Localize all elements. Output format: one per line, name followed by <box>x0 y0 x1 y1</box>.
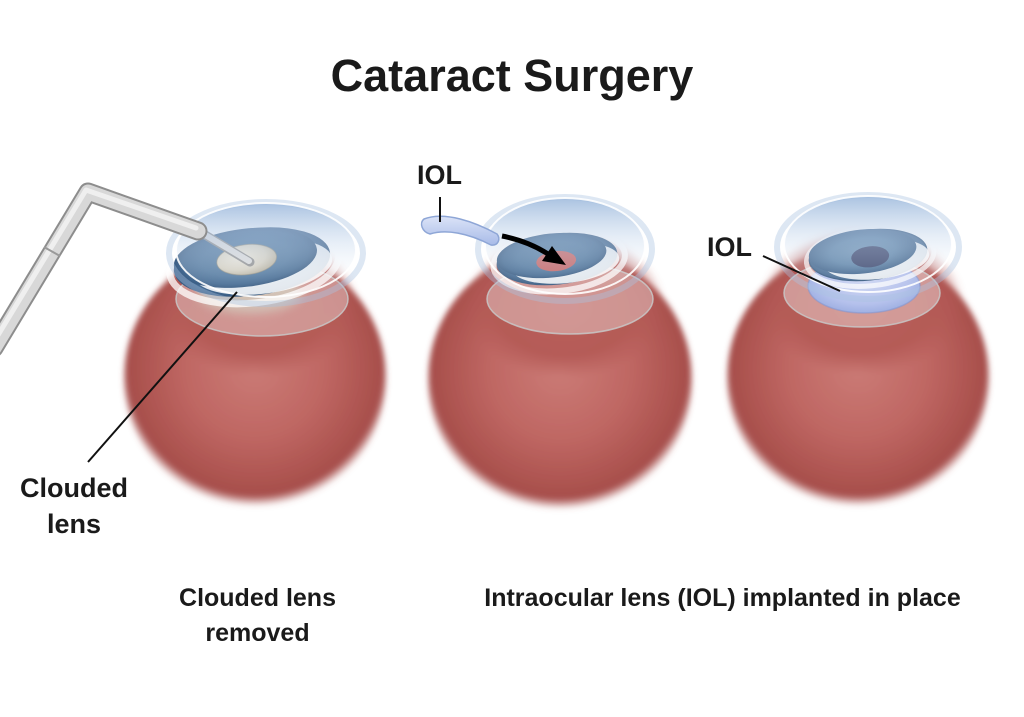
caption-iol-implanted: Intraocular lens (IOL) implanted in plac… <box>484 584 961 612</box>
callout-iol-middle: IOL <box>417 160 462 190</box>
caption-clouded-lens-removed: Clouded lens removed <box>179 584 336 647</box>
eye-middle <box>428 194 692 512</box>
callout-line-clouded-lens <box>87 291 238 463</box>
eye-right <box>727 192 989 509</box>
callout-clouded-lens: Clouded lens <box>20 473 128 539</box>
eye-left <box>124 199 386 509</box>
cornea-dome <box>484 197 646 295</box>
insertion-arrow <box>501 233 566 265</box>
figure-title: Cataract Surgery <box>330 50 694 101</box>
callout-line-iol-right <box>762 255 841 292</box>
phaco-instrument <box>0 182 208 356</box>
iol-lens-free <box>420 215 500 246</box>
instrument-seam <box>43 246 61 257</box>
callout-iol-right: IOL <box>707 232 752 262</box>
cornea-dome <box>175 202 357 298</box>
cornea-dome <box>783 195 953 293</box>
